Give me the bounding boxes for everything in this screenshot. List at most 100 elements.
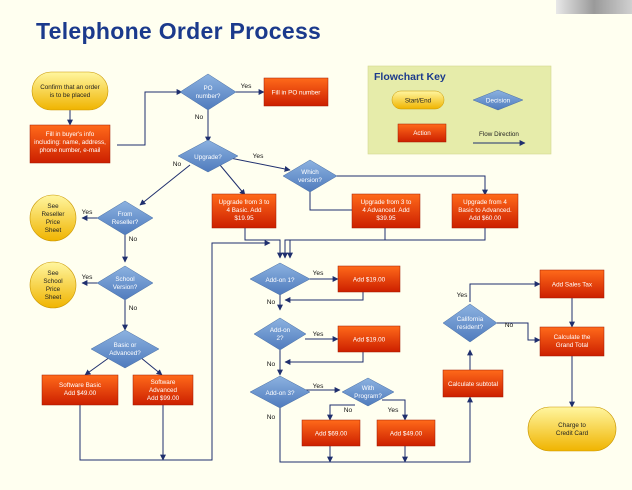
decision-addon-1: Add-on 1? (249, 262, 311, 296)
sw-basic-line-2: Add $49.00 (64, 390, 97, 397)
label-yes: Yes (82, 209, 93, 216)
reseller-sheet-line-3: Price (46, 219, 61, 226)
action-upgrade-4basic-advanced: Upgrade from 4 Basic to Advanced. Add $6… (451, 193, 519, 229)
sw-adv-line-1: Software (151, 379, 176, 386)
action-add-19-first: Add $19.00 (337, 265, 401, 293)
terminal-reseller-sheet: See Reseller Price Sheet (29, 194, 77, 242)
label-yes: Yes (313, 270, 324, 277)
upg2-line-2: 4 Advanced. Add (362, 207, 410, 214)
california-line-1: California (457, 316, 484, 323)
label-no: No (267, 361, 276, 368)
key-action-label: Action (413, 130, 431, 137)
label-yes: Yes (241, 83, 252, 90)
school-sheet-line-2: School (43, 278, 62, 285)
decision-california: California resident? (442, 303, 498, 343)
label-yes: Yes (313, 383, 324, 390)
decision-po-number: PO number? (179, 73, 237, 111)
decision-upgrade: Upgrade? (177, 139, 239, 173)
buyer-info-line-1: Fill in buyer's info (46, 131, 95, 138)
add19-2-label: Add $19.00 (353, 337, 386, 344)
upg1-line-3: $19.95 (234, 215, 254, 222)
add49-label: Add $49.00 (390, 431, 423, 438)
upg1-line-1: Upgrade from 3 to (219, 199, 270, 206)
with-program-line-1: With (362, 385, 375, 392)
school-sheet-line-4: Sheet (45, 294, 62, 301)
action-add-69: Add $69.00 (301, 419, 361, 447)
buyer-info-line-3: phone number, e-mail (40, 147, 101, 154)
action-upgrade-3to4-basic: Upgrade from 3 to 4 Basic. Add $19.95 (211, 193, 277, 229)
action-software-advanced: Software Advanced Add $99.00 (132, 374, 194, 406)
label-yes: Yes (388, 407, 399, 414)
school-version-line-1: School (115, 276, 134, 283)
add19-1-label: Add $19.00 (353, 277, 386, 284)
label-yes: Yes (457, 292, 468, 299)
add69-label: Add $69.00 (315, 431, 348, 438)
which-version-line-1: Which (301, 169, 319, 176)
reseller-sheet-line-4: Sheet (45, 227, 62, 234)
which-version-line-2: version? (298, 177, 322, 184)
school-sheet-line-3: Price (46, 286, 61, 293)
action-grand-total: Calculate the Grand Total (539, 326, 605, 357)
action-add-19-second: Add $19.00 (337, 325, 401, 353)
grand-total-line-2: Grand Total (556, 342, 588, 349)
upg2-line-3: $39.95 (376, 215, 396, 222)
key-title: Flowchart Key (374, 71, 446, 83)
label-no: No (267, 414, 276, 421)
from-reseller-line-1: From (118, 211, 133, 218)
upg2-line-1: Upgrade from 3 to (361, 199, 412, 206)
flowchart-key: Flowchart Key Start/End Decision Action … (367, 65, 552, 155)
charge-line-2: Credit Card (556, 430, 589, 437)
label-no: No (129, 305, 138, 312)
po-line-2: number? (196, 93, 221, 100)
decision-with-program: With Program? (341, 377, 395, 407)
page-title: Telephone Order Process (36, 18, 322, 44)
confirm-line-1: Confirm that an order (40, 84, 100, 91)
label-no: No (505, 322, 514, 329)
corner-decoration (556, 0, 632, 14)
upg3-line-2: Basic to Advanced. (458, 207, 512, 214)
action-add-49: Add $49.00 (376, 419, 436, 447)
upgrade-label: Upgrade? (194, 154, 222, 161)
addon3-label: Add-on 3? (265, 390, 295, 397)
decision-basic-or-advanced: Basic or Advanced? (90, 329, 160, 369)
sw-adv-line-2: Advanced (149, 387, 178, 394)
label-no: No (173, 161, 182, 168)
po-line-1: PO (203, 85, 212, 92)
addon2-line-1: Add-on (270, 327, 291, 334)
school-sheet-line-1: See (47, 270, 59, 277)
branch-labels: Yes No Yes No Yes No Yes No Yes No Yes N… (82, 83, 514, 421)
sw-adv-line-3: Add $99.00 (147, 395, 180, 402)
sw-basic-line-1: Software Basic (59, 382, 101, 389)
with-program-line-2: Program? (354, 393, 382, 400)
action-fill-po: Fill in PO number (263, 77, 329, 107)
action-calculate-subtotal: Calculate subtotal (442, 369, 504, 398)
label-yes: Yes (313, 331, 324, 338)
action-software-basic: Software Basic Add $49.00 (41, 374, 119, 406)
subtotal-label: Calculate subtotal (448, 381, 498, 388)
decision-addon-3: Add-on 3? (249, 375, 311, 409)
upg1-line-2: 4 Basic. Add (226, 207, 262, 214)
terminal-charge-card: Charge to Credit Card (527, 406, 617, 452)
label-no: No (195, 114, 204, 121)
label-yes: Yes (253, 153, 264, 160)
buyer-info-line-2: including: name, address, (34, 139, 106, 146)
action-add-sales-tax: Add Sales Tax (539, 269, 605, 299)
upg3-line-3: Add $60.00 (469, 215, 502, 222)
school-version-line-2: Version? (113, 284, 138, 291)
grand-total-line-1: Calculate the (554, 334, 591, 341)
decision-school-version: School Version? (96, 265, 154, 301)
basic-adv-line-1: Basic or (114, 342, 137, 349)
key-decision-label: Decision (486, 98, 511, 105)
label-yes: Yes (82, 274, 93, 281)
california-line-2: resident? (457, 324, 483, 331)
decision-addon-2: Add-on 2? (253, 317, 307, 351)
reseller-sheet-line-1: See (47, 203, 59, 210)
key-start-end-label: Start/End (405, 98, 432, 105)
label-no: No (267, 299, 276, 306)
fill-po-label: Fill in PO number (272, 90, 321, 97)
terminal-confirm-order: Confirm that an order is to be placed (31, 71, 109, 111)
key-flow-label: Flow Direction (479, 131, 519, 138)
addon2-line-2: 2? (276, 335, 284, 342)
